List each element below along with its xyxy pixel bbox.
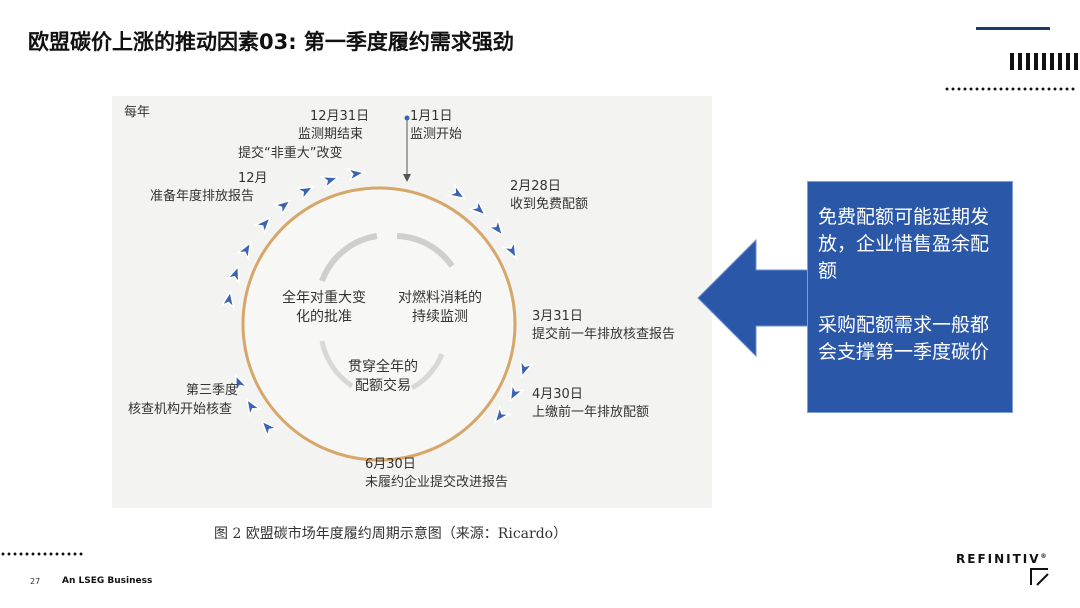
flow-chevron-icon [493, 404, 512, 424]
brand-name: REFINITIV [956, 552, 1041, 566]
refinitiv-logo-icon [1030, 568, 1049, 586]
flow-chevron-icon [509, 382, 526, 403]
center-right-label: 对燃料消耗的 持续监测 [398, 289, 482, 327]
flow-chevrons [219, 167, 535, 439]
center-right-line2: 持续监测 [412, 309, 468, 325]
figure-caption: 图 2 欧盟碳市场年度履约周期示意图（来源：Ricardo） [214, 526, 568, 542]
brand-logo: REFINITIV® [956, 552, 1049, 566]
flow-chevron-icon [219, 289, 235, 310]
flow-chevron-icon [272, 199, 292, 217]
apr30-text: 上缴前一年排放配额 [532, 405, 650, 420]
inner-arc-top-right [396, 233, 455, 268]
center-left-label: 全年对重大变 化的批准 [282, 289, 366, 327]
jun30-text: 未履约企业提交改进报告 [365, 475, 509, 490]
flow-chevron-icon [486, 217, 504, 237]
center-left-line2: 化的批准 [296, 309, 352, 325]
flow-chevron-icon [319, 175, 340, 191]
flow-chevron-icon [501, 239, 517, 260]
flow-chevron-icon [235, 241, 252, 262]
dec31-line1: 监测期结束 [298, 127, 364, 142]
flow-chevron-icon [467, 198, 487, 217]
feb28-text: 收到免费配额 [510, 197, 589, 212]
dec-text: 准备年度排放报告 [150, 189, 255, 204]
header-dots-decoration [944, 87, 1076, 91]
dec31-line2: 提交“非重大”改变 [238, 146, 343, 161]
jan1-text: 监测开始 [410, 127, 463, 142]
footer-dots-decoration [0, 552, 84, 556]
apr30-date: 4月30日 [532, 387, 583, 402]
jun30-date: 6月30日 [365, 457, 416, 472]
compliance-cycle-figure: 每年 12月31日 监测期结束 提交“非重大”改变 1月1日 监测开始 2月28… [112, 96, 712, 508]
brand-registered-mark: ® [1040, 553, 1049, 560]
callout-point-1: 免费配额可能延期发放，企业惜售盈余配额 [818, 206, 990, 282]
flow-chevron-icon [253, 216, 272, 236]
corner-label: 每年 [124, 105, 151, 120]
flow-chevron-icon [260, 419, 279, 439]
flow-chevron-icon [245, 397, 263, 418]
q3-line1: 第三季度 [186, 383, 239, 398]
center-bottom-label: 贯穿全年的 配额交易 [348, 358, 418, 396]
flow-chevron-icon [446, 182, 467, 200]
flow-chevron-icon [519, 358, 535, 379]
dec-date: 12月 [238, 171, 268, 186]
jan1-dot [404, 115, 410, 121]
flow-chevron-icon [235, 373, 250, 394]
page-number: 27 [30, 577, 41, 586]
cycle-diagram [219, 115, 535, 462]
mar31-text: 提交前一年排放核查报告 [532, 327, 676, 342]
center-bottom-line2: 配额交易 [355, 378, 411, 394]
left-arrow-icon [697, 238, 812, 358]
footer-text: An LSEG Business [62, 576, 153, 586]
inner-arc-bottom-right [410, 352, 445, 391]
flow-chevron-icon [294, 186, 315, 202]
q3-line2: 核查机构开始核查 [128, 402, 233, 417]
callout-point-2: 采购配额需求一般都会支撑第一季度碳价 [818, 314, 990, 363]
center-bottom-line1: 贯穿全年的 [348, 359, 418, 375]
mar31-date: 3月31日 [532, 309, 583, 324]
inner-arc-bottom-left [319, 340, 354, 389]
header-accent-line [976, 27, 1050, 30]
slide-title: 欧盟碳价上涨的推动因素03: 第一季度履约需求强劲 [28, 30, 514, 54]
center-left-line1: 全年对重大变 [282, 290, 366, 306]
feb28-date: 2月28日 [510, 179, 561, 194]
flow-chevron-icon [225, 264, 240, 285]
center-right-line1: 对燃料消耗的 [398, 290, 482, 306]
header-bars-decoration [1010, 53, 1078, 70]
callout-box: 免费配额可能延期发放，企业惜售盈余配额 采购配额需求一般都会支撑第一季度碳价 [807, 181, 1013, 413]
flow-chevron-icon [345, 167, 366, 183]
inner-arc-top-left [319, 233, 378, 283]
dec31-date: 12月31日 [310, 109, 370, 124]
jan1-date: 1月1日 [410, 109, 453, 124]
